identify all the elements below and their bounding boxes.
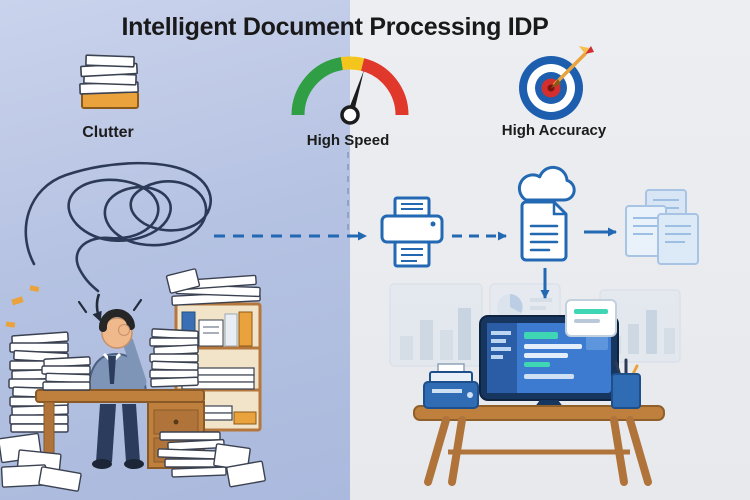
paper-pile-desk-right [149,328,199,388]
document-stack-icon [625,189,699,265]
orange-binder-icon [238,311,253,347]
cloud-icon [517,165,576,202]
down-arrow-to-worker [92,293,102,322]
desk [413,405,665,486]
stressed-worker [86,308,148,469]
worker-hair [98,308,135,332]
paper-pile-desk-left [41,356,91,391]
high-accuracy-label: High Accuracy [501,122,607,139]
clutter-scene [0,268,266,492]
shelf-top-paper-pile [165,268,261,306]
worker-arm [122,336,147,388]
workstation-scene [413,299,665,486]
worker-tie [108,356,116,384]
clutter-label: Clutter [82,124,134,141]
notification-card [565,299,617,337]
scattered-papers [0,431,266,492]
desktop-printer-icon [423,363,479,409]
gauge-pivot [340,105,360,125]
scribble-tangle-icon [5,161,212,328]
paper-stack-icon [79,54,139,109]
page-title: Intelligent Document Processing IDP [121,13,549,41]
pen-cup-icon [611,358,641,409]
high-speed-label: High Speed [306,132,390,149]
printer-icon [380,196,444,268]
worker-hand [118,324,130,336]
speedometer-icon [291,56,409,125]
process-flow [214,152,699,299]
gauge-needle [346,70,364,116]
document-icon [520,200,568,262]
dart-icon [551,46,594,88]
target-icon [519,46,594,120]
